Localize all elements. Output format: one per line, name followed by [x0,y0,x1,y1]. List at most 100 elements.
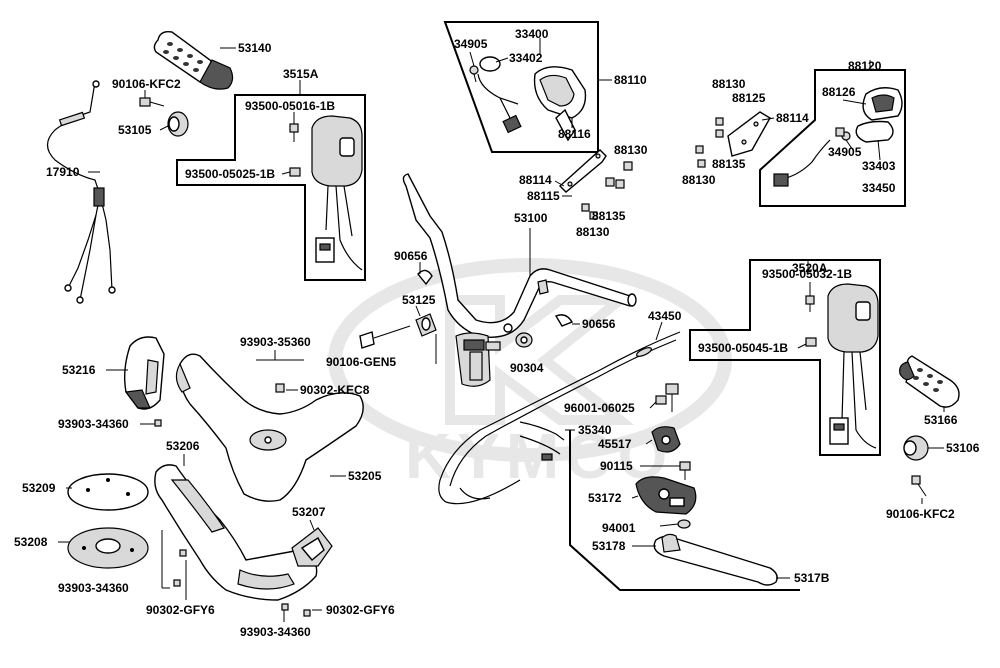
label-3515a: 3515A [283,67,319,81]
label-88114-left: 88114 [519,173,552,187]
label-88110: 88110 [614,73,647,87]
nut-90304 [515,332,533,348]
label-93903-34360-a: 93903-34360 [58,417,129,431]
label-88126: 88126 [822,85,856,99]
right-handlebar-switch-3520a [805,283,879,449]
mirror-88110 [469,56,587,142]
label-43450: 43450 [648,309,682,323]
throttle-cable-17910 [46,80,116,304]
label-53166: 53166 [924,413,958,427]
handlebar-front-cover-53205 [175,353,364,502]
label-90302-gfy6-a: 90302-GFY6 [146,603,215,617]
bar-end-weight-53106 [903,435,929,461]
cap-53208 [67,527,149,569]
label-33403: 33403 [862,159,896,173]
label-53172: 53172 [588,491,622,505]
label-90302-kec8: 90302-KEC8 [300,383,370,397]
label-93500-05016-1b: 93500-05016-1B [245,99,335,113]
label-53105: 53105 [118,123,152,137]
label-53207: 53207 [292,505,326,519]
label-93500-05045-1b: 93500-05045-1B [698,341,788,355]
label-17910: 17910 [46,165,80,179]
label-88114-right: 88114 [776,111,809,125]
label-34905-top: 34905 [454,37,488,51]
label-88130-a: 88130 [712,77,746,91]
group-box-5317b [569,430,800,591]
label-88135-right: 88135 [712,157,746,171]
leader-lines [58,38,945,622]
washer-94001 [677,519,691,529]
label-88125: 88125 [732,91,766,105]
label-90106-kfc2-left: 90106-KFC2 [112,77,181,91]
label-88120: 88120 [848,59,882,73]
label-93903-34360-c: 93903-34360 [240,625,311,639]
label-90656-left: 90656 [394,249,428,263]
kymco-logo-k-shape [445,295,635,425]
label-53208: 53208 [14,535,48,549]
label-53178: 53178 [592,539,626,553]
label-88130-c: 88130 [614,143,648,157]
mirror-bracket-88114-left [558,149,633,220]
part-labels: 53140 90106-KFC2 53105 17910 3515A 93500… [14,27,980,639]
brake-lever-53178 [653,533,778,586]
bolt-90115 [679,461,691,480]
label-93903-35360: 93903-35360 [240,335,311,349]
screws-cover [154,359,311,617]
label-53209: 53209 [22,481,56,495]
cap-53209 [67,473,149,511]
label-90115: 90115 [600,459,633,473]
label-90302-gfy6-b: 90302-GFY6 [326,603,395,617]
label-90656-right: 90656 [582,317,616,331]
bolt-90106-kfc2-right [911,475,927,497]
label-93903-34360-b: 93903-34360 [58,581,129,595]
label-53106: 53106 [946,441,980,455]
cables-43450-35340 [438,331,681,505]
label-88135-left: 88135 [592,209,626,223]
label-33402: 33402 [509,51,543,65]
cover-piece-53207 [291,527,333,567]
label-3520a: 3520A [792,261,828,275]
label-94001: 94001 [602,521,636,535]
label-90106-gen5: 90106-GEN5 [326,355,396,369]
clamp-45517 [651,426,681,453]
label-88116: 88116 [558,127,591,141]
label-90106-kfc2-right: 90106-KFC2 [886,507,955,521]
label-45517: 45517 [598,437,632,451]
label-53206: 53206 [166,439,200,453]
label-93500-05025-1b: 93500-05025-1B [185,167,275,181]
group-box-3520a [689,259,881,456]
group-box-3515a [176,94,366,281]
collar-53125 [415,313,437,337]
lever-bracket-53172 [635,476,697,515]
label-93500-05032-1b: 93500-05032-1B [762,267,852,281]
bar-end-weight-53105 [167,111,189,137]
group-box-88120 [759,69,906,207]
handlebar-53100 [402,173,637,387]
label-35340: 35340 [578,423,612,437]
kymco-watermark-text: KYMCO [405,420,673,492]
label-53205: 53205 [348,469,382,483]
label-88130-d: 88130 [576,225,610,239]
mirror-bracket-88114-right [695,111,771,168]
handlebar-cover-53216 [123,336,165,410]
label-34905-right: 34905 [828,145,862,159]
label-5317b: 5317B [794,571,830,585]
throttle-grip-53140 [153,30,234,90]
mirror-88120 [773,87,903,187]
label-53100: 53100 [514,211,548,225]
bolt-90106-gen5 [359,325,411,349]
label-88115: 88115 [527,189,560,203]
label-33400: 33400 [515,27,549,41]
bolt-90106-kfc2-left [139,97,165,107]
label-96001-06025: 96001-06025 [564,401,635,415]
right-grip-53166 [899,355,960,408]
label-88130-b: 88130 [682,173,716,187]
label-53216: 53216 [62,363,96,377]
clip-90656-right [554,314,574,327]
left-handlebar-switch-3515a [289,115,363,271]
label-53125: 53125 [402,293,436,307]
label-53140: 53140 [238,41,272,55]
label-90304: 90304 [510,361,544,375]
